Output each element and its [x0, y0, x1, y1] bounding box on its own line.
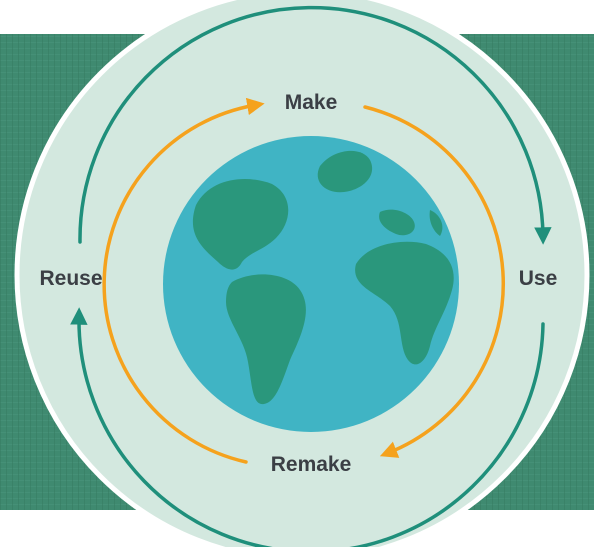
- label-make: Make: [285, 91, 338, 114]
- inner-arrow-make-to-remake: [363, 105, 505, 458]
- outer-arrow-reuse-to-use: [78, 5, 552, 245]
- label-remake: Remake: [271, 453, 352, 476]
- earth-globe-icon: [163, 136, 459, 432]
- inner-arrow-remake-to-make: [102, 97, 265, 464]
- outer-arrow-use-to-reuse: [70, 307, 545, 547]
- label-reuse: Reuse: [39, 267, 102, 290]
- label-use: Use: [519, 267, 558, 290]
